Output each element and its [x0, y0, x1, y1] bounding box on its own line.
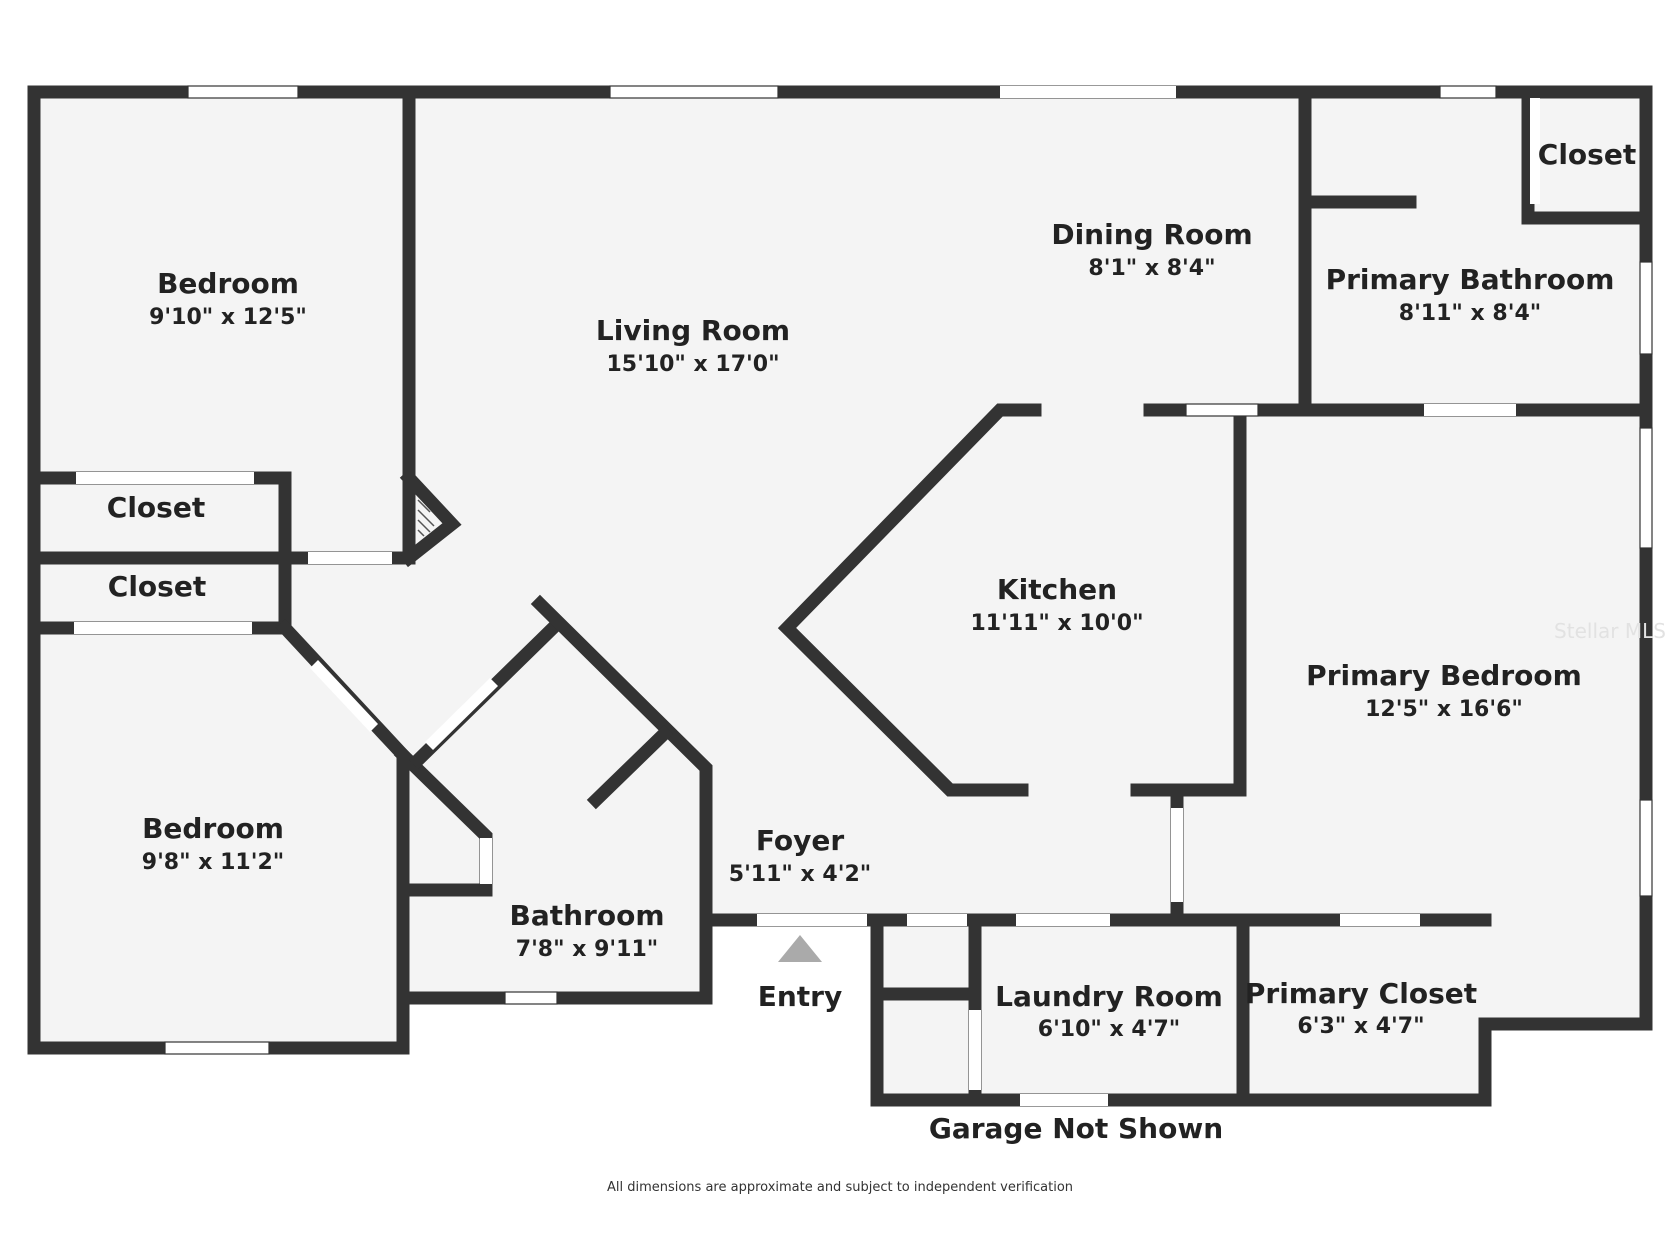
window	[187, 85, 299, 99]
closet-2-name: Closet	[108, 570, 206, 603]
closet-1-name: Closet	[107, 491, 205, 524]
primary-bathroom-dims: 8'11" x 8'4"	[1399, 301, 1541, 326]
dining-room-name: Dining Room	[1051, 218, 1252, 251]
hatch-line	[417, 509, 435, 527]
primary-bedroom-dims: 12'5" x 16'6"	[1365, 697, 1523, 722]
living-room-name: Living Room	[596, 314, 790, 347]
window	[504, 991, 558, 1005]
wall-bedroom1-corner	[399, 468, 462, 568]
bedroom-1-name: Bedroom	[157, 267, 299, 300]
wall-bathroom-top-diag	[530, 594, 713, 927]
primary-bathroom-name: Primary Bathroom	[1326, 263, 1615, 296]
foyer-dims: 5'11" x 4'2"	[729, 862, 871, 887]
window	[1000, 86, 1176, 98]
window	[1639, 799, 1653, 897]
hatch-line	[417, 499, 431, 513]
laundry-room-dims: 6'10" x 4'7"	[1038, 1017, 1180, 1042]
doorway	[1530, 98, 1540, 204]
doorway	[76, 472, 254, 484]
kitchen-dims: 11'11" x 10'0"	[970, 611, 1143, 636]
doorway	[969, 1010, 981, 1090]
doorway	[1016, 914, 1110, 926]
window	[1185, 403, 1259, 417]
window	[1424, 404, 1516, 416]
window	[609, 85, 779, 99]
window	[1020, 1094, 1108, 1106]
wall-bath-closet	[1521, 85, 1653, 225]
laundry-room-name: Laundry Room	[995, 980, 1223, 1013]
living-room-dims: 15'10" x 17'0"	[606, 352, 779, 377]
doorway	[74, 622, 252, 634]
window	[1639, 261, 1653, 355]
dining-room-dims: 8'1" x 8'4"	[1088, 256, 1215, 281]
bathroom-dims: 7'8" x 9'11"	[516, 937, 658, 962]
doorway	[907, 914, 967, 926]
bedroom-1-dims: 9'10" x 12'5"	[149, 305, 307, 330]
windows	[164, 85, 1653, 1106]
floor-areas	[34, 92, 1646, 1100]
primary-bedroom-name: Primary Bedroom	[1306, 659, 1582, 692]
garage-note: Garage Not Shown	[929, 1112, 1223, 1145]
main-floor	[34, 92, 1646, 1100]
window	[164, 1041, 270, 1055]
primary-bath-closet-name: Closet	[1538, 138, 1636, 171]
primary-closet-name: Primary Closet	[1245, 977, 1477, 1010]
window	[1439, 85, 1497, 99]
doorway	[480, 838, 492, 884]
doorway	[425, 678, 498, 750]
hatch-line	[417, 519, 431, 533]
doorway	[757, 914, 867, 926]
doorway	[308, 552, 392, 564]
stair-hatch	[417, 499, 435, 537]
bedroom-2-name: Bedroom	[142, 812, 284, 845]
doorway	[1340, 914, 1420, 926]
doorways	[74, 98, 1540, 1090]
wall-kitchen-left	[777, 403, 1042, 797]
foyer-name: Foyer	[756, 824, 844, 857]
hatch-line	[417, 529, 425, 537]
disclaimer-text: All dimensions are approximate and subje…	[607, 1180, 1073, 1195]
entry-arrow-icon	[778, 935, 822, 962]
doorway	[1171, 808, 1183, 902]
doorway	[310, 660, 378, 732]
window	[1639, 427, 1653, 549]
wall-bathroom-inner	[586, 724, 674, 810]
kitchen-name: Kitchen	[997, 573, 1117, 606]
bedroom-2-dims: 9'8" x 11'2"	[142, 850, 284, 875]
primary-closet-dims: 6'3" x 4'7"	[1297, 1014, 1424, 1039]
watermark: Stellar MLS	[1554, 619, 1666, 643]
bathroom-name: Bathroom	[509, 899, 664, 932]
entry-label: Entry	[758, 980, 843, 1013]
room-labels: Bedroom 9'10" x 12'5" Living Room 15'10"…	[107, 138, 1666, 1195]
